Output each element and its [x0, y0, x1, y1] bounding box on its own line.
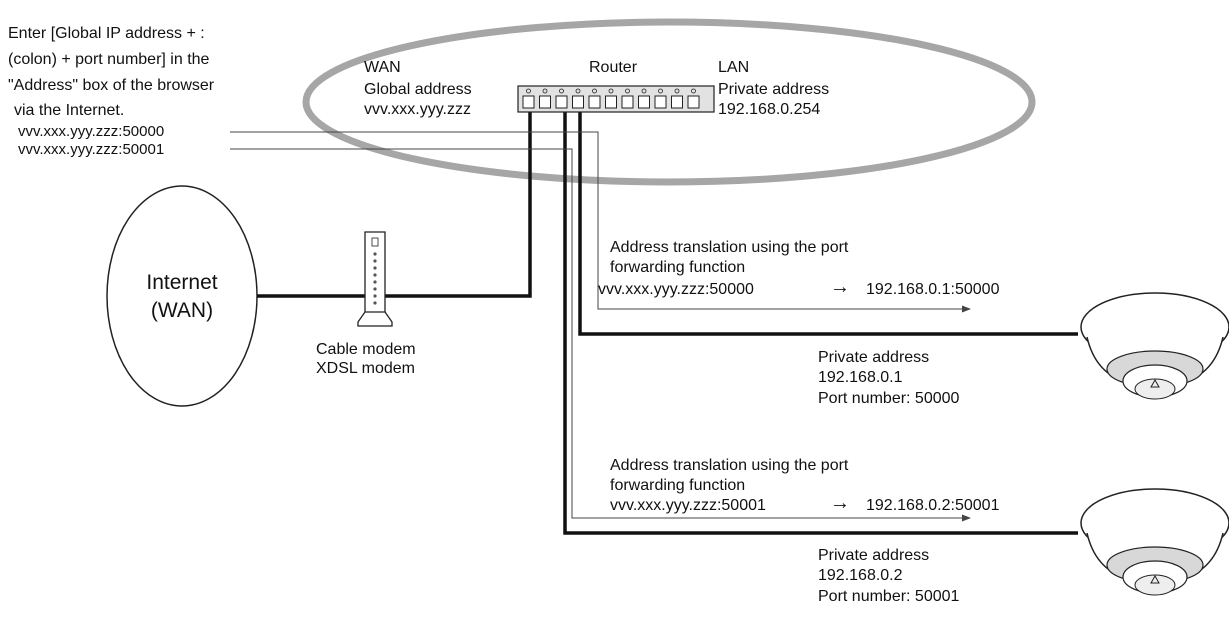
- router-port: [555, 95, 568, 109]
- url-50001: vvv.xxx.yyy.zzz:50001: [18, 141, 165, 158]
- router-port: [588, 95, 601, 109]
- camera1-icon: [1080, 292, 1229, 400]
- router-port-led: [575, 88, 581, 94]
- camera1-label: Private address: [818, 349, 930, 366]
- router-port: [605, 95, 617, 109]
- forward1-to: 192.168.0.1:50000: [866, 281, 1000, 298]
- lan-title: LAN: [718, 59, 750, 76]
- wan-ip: vvv.xxx.yyy.zzz: [364, 101, 471, 118]
- router-port-led: [526, 88, 531, 94]
- internet-to-modem-wire: [257, 110, 532, 298]
- forward2-from: vvv.xxx.yyy.zzz:50001: [610, 497, 766, 514]
- modem-led: [373, 259, 377, 263]
- camera1-ip: 192.168.0.1: [818, 369, 903, 386]
- lan-label: Private address: [718, 81, 830, 98]
- modem-led: [373, 280, 377, 284]
- forward2-line-2: forwarding function: [610, 477, 746, 494]
- forward1-line-1: Address translation using the port: [610, 239, 849, 256]
- router-port: [621, 95, 634, 109]
- wan-label: Global address: [364, 81, 472, 98]
- modem-label-1: Cable modem: [316, 341, 416, 358]
- router-port: [687, 95, 700, 109]
- wan-title: WAN: [364, 59, 401, 76]
- router-port-led: [592, 88, 597, 94]
- instruction-line-3: "Address" box of the browser: [8, 77, 215, 94]
- router-to-camera1-wire: [578, 110, 1078, 336]
- modem-led: [373, 266, 377, 270]
- router-port: [572, 95, 584, 109]
- forward2-arrow: →: [830, 492, 850, 514]
- instruction-line-4: via the Internet.: [14, 102, 125, 119]
- forward2-line-1: Address translation using the port: [610, 457, 849, 474]
- internet-ellipse: [106, 185, 258, 407]
- instruction-line-1: Enter [Global IP address + :: [8, 25, 205, 42]
- internet-label-2: (WAN): [150, 299, 214, 322]
- router-port: [654, 95, 667, 109]
- camera2-port: Port number: 50001: [818, 588, 960, 605]
- router-port-led: [674, 88, 680, 94]
- router-port-led: [542, 88, 548, 94]
- modem-icon: [357, 231, 393, 327]
- router-port: [539, 95, 551, 109]
- modem-led: [373, 287, 377, 291]
- router-port-led: [608, 88, 614, 94]
- path-50000-line: [230, 131, 971, 313]
- router-port-led: [691, 88, 696, 94]
- forward1-line-2: forwarding function: [610, 259, 746, 276]
- modem-led: [373, 273, 377, 277]
- router-title: Router: [589, 59, 638, 76]
- modem-led: [373, 301, 377, 305]
- camera2-icon: [1080, 488, 1229, 596]
- internet-label-1: Internet: [146, 271, 218, 294]
- router-port: [638, 95, 650, 109]
- modem-label-2: XDSL modem: [316, 360, 415, 377]
- router-port-led: [641, 88, 647, 94]
- instruction-line-2: (colon) + port number] in the: [8, 51, 210, 68]
- modem-led: [373, 252, 377, 256]
- router-icon: [517, 85, 715, 113]
- router-highlight-ellipse: [302, 18, 1036, 186]
- camera1-port: Port number: 50000: [818, 390, 960, 407]
- camera2-label: Private address: [818, 547, 930, 564]
- router-port: [522, 95, 535, 109]
- forward2-to: 192.168.0.2:50001: [866, 497, 1000, 514]
- lan-ip: 192.168.0.254: [718, 101, 821, 118]
- router-port: [671, 95, 683, 109]
- path-50001-line: [230, 148, 971, 522]
- router-port-led: [658, 88, 663, 94]
- forward1-from: vvv.xxx.yyy.zzz:50000: [598, 281, 754, 298]
- url-50000: vvv.xxx.yyy.zzz:50000: [18, 123, 165, 140]
- router-port-led: [559, 88, 564, 94]
- router-port-led: [625, 88, 630, 94]
- modem-led: [373, 294, 377, 298]
- camera2-ip: 192.168.0.2: [818, 567, 903, 584]
- forward1-arrow: →: [830, 276, 850, 298]
- router-to-camera2-wire: [563, 110, 1078, 535]
